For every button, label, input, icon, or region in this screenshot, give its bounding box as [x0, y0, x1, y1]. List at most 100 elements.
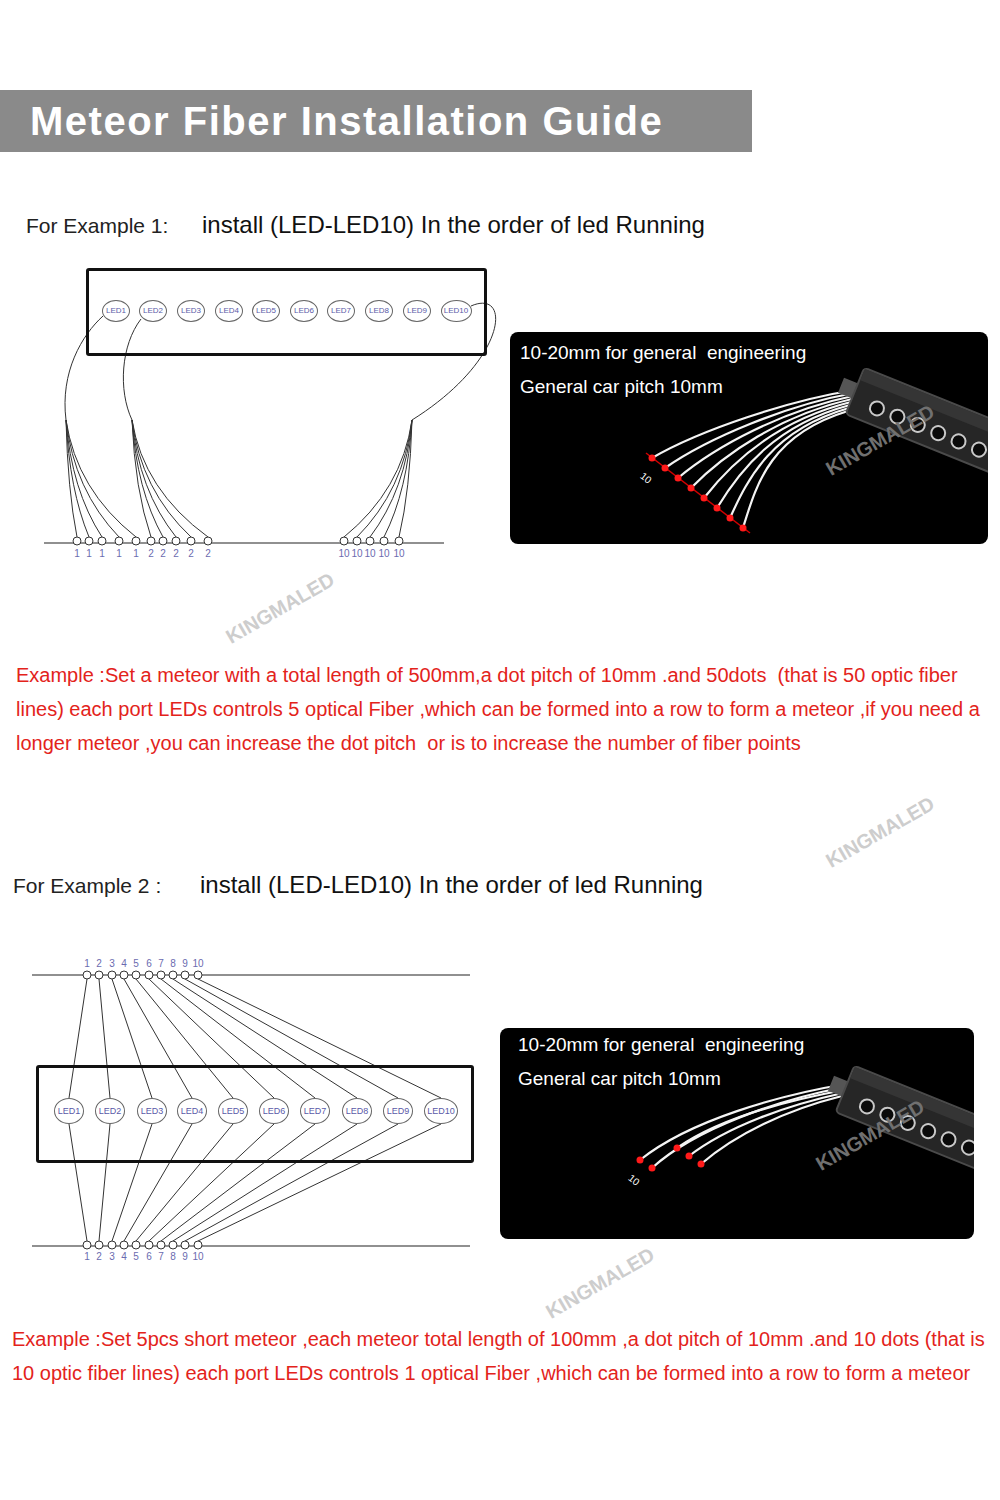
dot-number: 1	[116, 548, 122, 559]
fiber-line	[149, 1124, 274, 1241]
fiber-line	[198, 979, 441, 1098]
dot-number: 2	[96, 958, 102, 969]
fiber-bundle	[65, 303, 496, 537]
page-title: Meteor Fiber Installation Guide	[30, 97, 663, 145]
fiber-line	[99, 1124, 110, 1241]
fiber-line	[344, 420, 412, 537]
fiber-line	[132, 420, 176, 537]
port-label: LED7	[304, 1107, 327, 1116]
fiber-trunk	[65, 316, 103, 420]
dot-number: 5	[133, 958, 139, 969]
fiber-dot	[98, 537, 106, 545]
fiber-dot	[132, 537, 140, 545]
fiber-dot	[194, 1241, 202, 1249]
fiber-dot	[187, 537, 195, 545]
fiber-dot	[83, 1241, 91, 1249]
led-port: LED8	[342, 1098, 372, 1124]
port-label: LED10	[444, 307, 468, 315]
dot-number: 6	[146, 1251, 152, 1262]
dot-number: 10	[192, 1251, 203, 1262]
fiber-dot	[172, 537, 180, 545]
fiber-dot	[95, 1241, 103, 1249]
fiber-trunk	[123, 319, 141, 420]
dot-number: 1	[99, 548, 105, 559]
dot-number: 7	[158, 1251, 164, 1262]
fiber-dot	[120, 971, 128, 979]
port-label: LED3	[141, 1107, 164, 1116]
led-housing: LED1LED2LED3LED4LED5LED6LED7LED8LED9LED1…	[36, 1065, 474, 1163]
fiber-line	[132, 420, 208, 537]
port-label: LED9	[387, 1107, 410, 1116]
example-heading: install (LED-LED10) In the order of led …	[202, 211, 705, 239]
panel-caption: General car pitch 10mm	[520, 375, 723, 399]
led-port: LED3	[177, 300, 205, 322]
led-housing: LED1LED2LED3LED4LED5LED6LED7LED8LED9LED1…	[86, 268, 487, 356]
dot-number: 1	[84, 1251, 90, 1262]
fiber-dot	[169, 971, 177, 979]
led-port: LED4	[177, 1098, 207, 1124]
dot-number: 5	[133, 1251, 139, 1262]
led-port: LED10	[441, 300, 472, 322]
fiber-dot	[108, 971, 116, 979]
fiber-dot	[181, 971, 189, 979]
fiber-dot	[85, 537, 93, 545]
port-label: LED5	[256, 307, 276, 315]
led-port: LED10	[424, 1098, 458, 1124]
led-port: LED2	[95, 1098, 125, 1124]
fiber-line	[112, 979, 152, 1098]
led-port: LED1	[54, 1098, 84, 1124]
fiber-line	[149, 979, 274, 1098]
dot-number: 4	[121, 1251, 127, 1262]
led-port: LED7	[300, 1098, 330, 1124]
dot-number: 8	[170, 1251, 176, 1262]
title-bar	[0, 90, 752, 152]
fiber-line	[66, 420, 102, 537]
port-label: LED3	[181, 307, 201, 315]
dot-number: 3	[109, 958, 115, 969]
panel-caption: 10-20mm for general engineering	[520, 341, 806, 365]
dot-number: 10	[192, 958, 203, 969]
dot-number: 1	[84, 958, 90, 969]
dot-number: 3	[109, 1251, 115, 1262]
dot-number: 1	[74, 548, 80, 559]
port-label: LED7	[331, 307, 351, 315]
port-label: LED1	[58, 1107, 81, 1116]
led-port: LED9	[383, 1098, 413, 1124]
fiber-dot	[132, 1241, 140, 1249]
fiber-dot	[108, 1241, 116, 1249]
dot-number: 10	[338, 548, 349, 559]
dot-number: 10	[351, 548, 362, 559]
fiber-dot	[147, 537, 155, 545]
port-label: LED1	[106, 307, 126, 315]
led-port: LED5	[218, 1098, 248, 1124]
port-label: LED4	[219, 307, 239, 315]
example-heading: install (LED-LED10) In the order of led …	[200, 871, 703, 899]
fiber-line	[357, 420, 412, 537]
fiber-line	[173, 979, 357, 1098]
fiber-line	[112, 1124, 152, 1241]
fiber-line	[384, 420, 412, 537]
fiber-dot	[194, 971, 202, 979]
fiber-line	[99, 979, 110, 1098]
led-port: LED4	[215, 300, 243, 322]
dot-number: 9	[182, 958, 188, 969]
port-label: LED10	[427, 1107, 455, 1116]
led-port: LED3	[137, 1098, 167, 1124]
fiber-dot	[380, 537, 388, 545]
fiber-dots	[73, 537, 403, 545]
dot-number: 9	[182, 1251, 188, 1262]
port-label: LED8	[369, 307, 389, 315]
port-label: LED2	[99, 1107, 122, 1116]
fiber-dot	[395, 537, 403, 545]
fiber-bundle	[69, 979, 441, 1241]
example-note: Example :Set 5pcs short meteor ,each met…	[12, 1322, 987, 1390]
dot-number: 2	[188, 548, 194, 559]
fiber-line	[185, 1124, 398, 1241]
fiber-line	[124, 979, 192, 1098]
fiber-dot	[366, 537, 374, 545]
fiber-line	[66, 420, 136, 537]
watermark: KINGMALED	[222, 567, 339, 648]
dot-number: 10	[393, 548, 404, 559]
fiber-line	[173, 1124, 357, 1241]
